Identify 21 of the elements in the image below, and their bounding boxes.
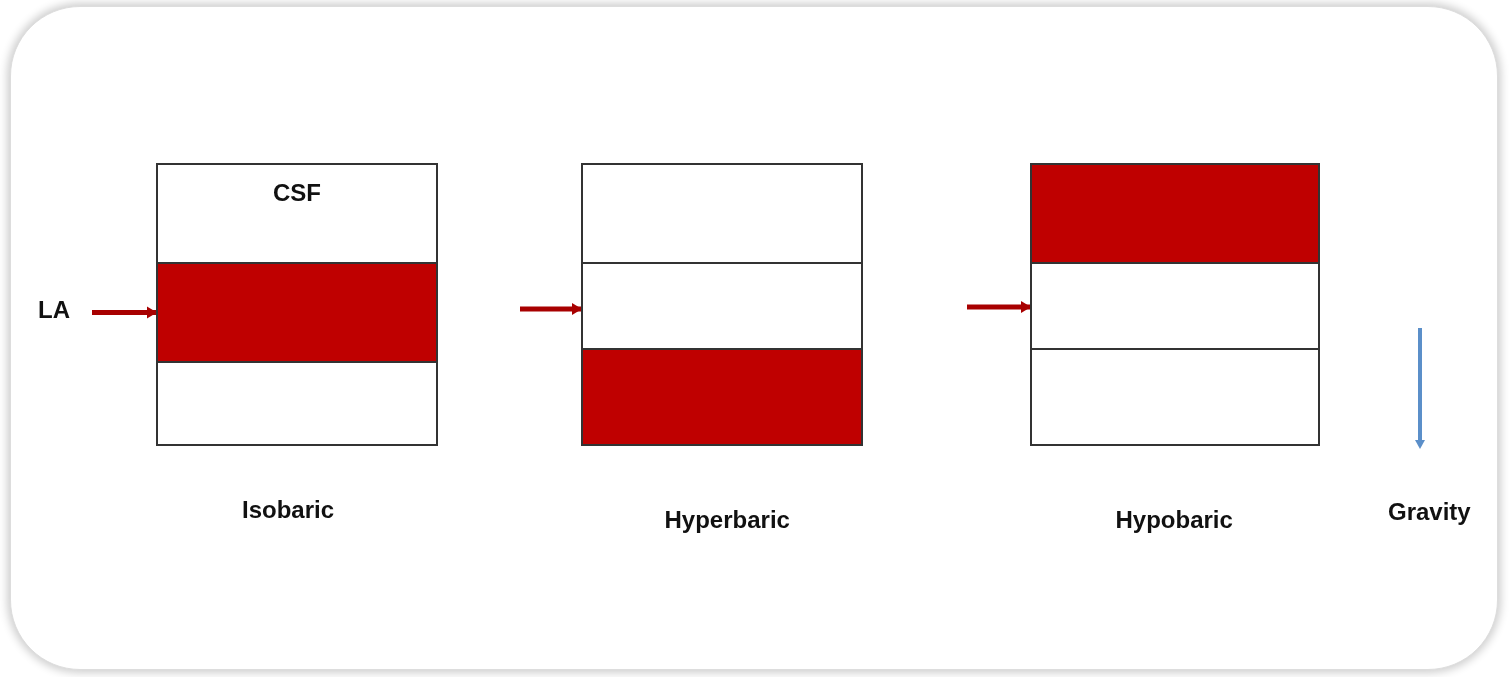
layer-band xyxy=(1031,263,1319,349)
layer-band xyxy=(582,164,862,263)
column-box xyxy=(156,163,438,446)
fluid-layer xyxy=(582,349,862,445)
text-label: LA xyxy=(38,296,70,324)
column-box xyxy=(581,163,863,446)
layer-band xyxy=(582,263,862,349)
layer-band xyxy=(1031,349,1319,445)
fluid-layer xyxy=(1031,164,1319,263)
layer-band xyxy=(157,362,437,445)
layer-label: CSF xyxy=(272,179,322,207)
caption-text: Isobaric xyxy=(242,496,335,524)
caption-text: Hyperbaric xyxy=(664,506,790,534)
text-label: Gravity xyxy=(1388,498,1471,526)
arrow xyxy=(520,303,582,315)
column-box xyxy=(1030,163,1320,446)
arrow xyxy=(967,301,1031,313)
caption-text: Hypobaric xyxy=(1115,506,1233,534)
fluid-layer xyxy=(157,263,437,362)
arrow xyxy=(92,306,157,319)
layer-band xyxy=(157,164,437,263)
